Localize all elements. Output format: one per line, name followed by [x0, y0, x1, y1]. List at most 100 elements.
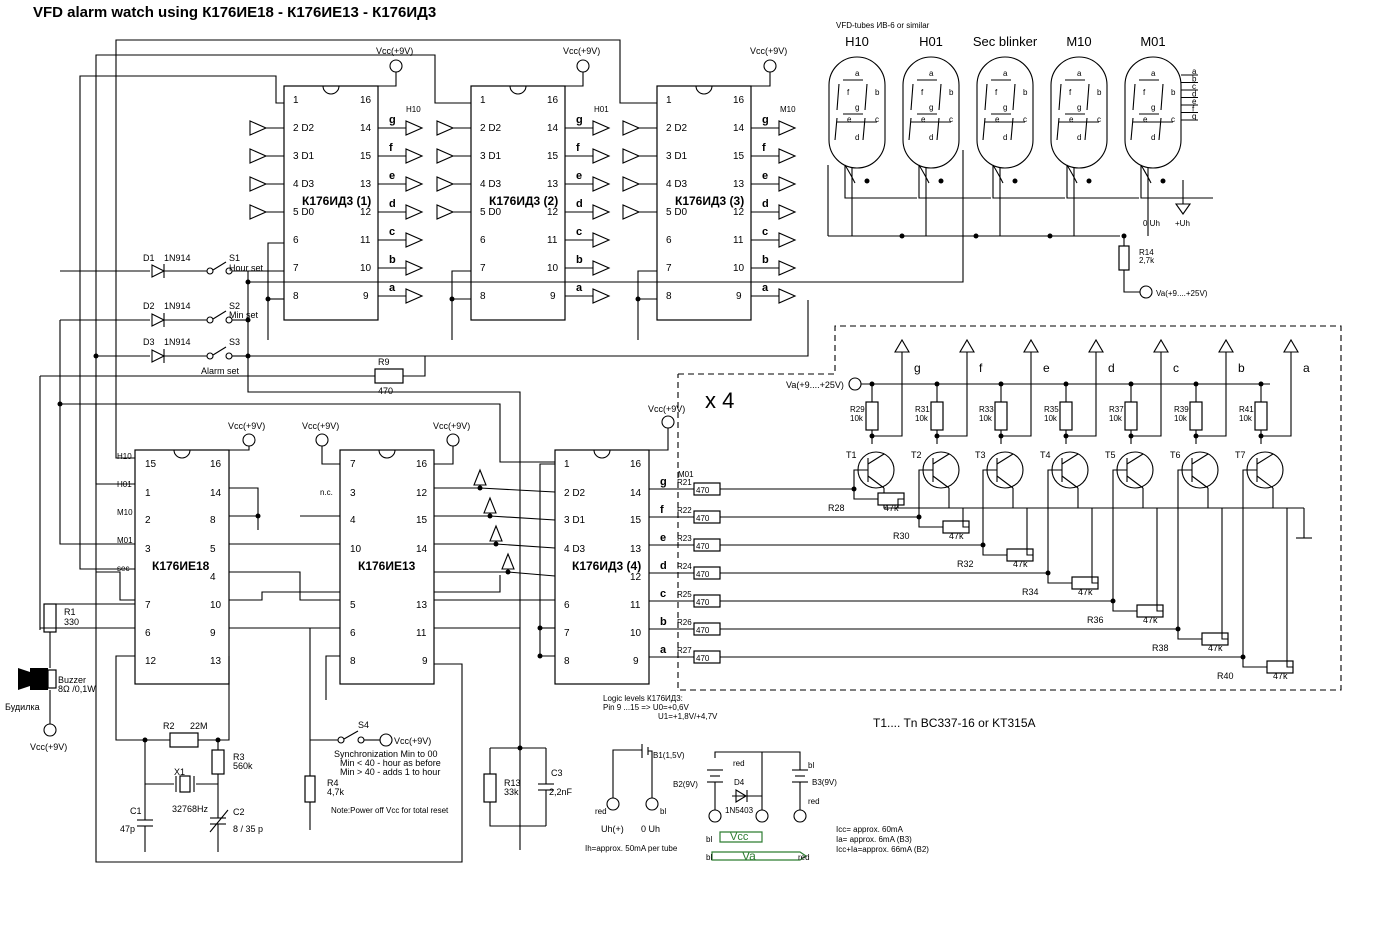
output-arrow [405, 204, 424, 220]
svg-text:9: 9 [550, 291, 556, 302]
output-arrow [405, 232, 424, 248]
segment-label-d: d [762, 198, 769, 210]
svg-text:R40: R40 [1217, 671, 1234, 681]
segment-label-f: f [660, 504, 664, 516]
svg-text:4 D3: 4 D3 [480, 179, 502, 190]
svg-text:B1(1,5V): B1(1,5V) [653, 751, 685, 760]
segment-label-b: b [389, 254, 396, 266]
input-arrow [622, 120, 641, 136]
svg-text:R41: R41 [1239, 405, 1254, 414]
svg-text:7: 7 [293, 263, 299, 274]
svg-text:R2: R2 [163, 721, 175, 731]
svg-text:15: 15 [547, 151, 559, 162]
svg-text:8: 8 [564, 656, 570, 667]
svg-text:f: f [1143, 88, 1146, 97]
svg-text:H10: H10 [406, 105, 421, 114]
segment-label-e: e [762, 170, 768, 182]
vcc-terminal-ie18: Vcc(+9V) [228, 421, 265, 451]
svg-text:3 D1: 3 D1 [564, 515, 586, 526]
svg-text:5: 5 [350, 600, 356, 611]
input-arrow [436, 176, 455, 192]
svg-text:10: 10 [547, 263, 559, 274]
svg-text:32768Hz: 32768Hz [172, 804, 209, 814]
svg-text:g: g [1077, 103, 1081, 112]
svg-text:R38: R38 [1152, 643, 1169, 653]
driver-block-border [677, 325, 1342, 691]
bus-label-c: c [1192, 82, 1196, 91]
svg-text:R27: R27 [677, 646, 692, 655]
bus-label-g: g [1192, 112, 1196, 121]
input-arrow [249, 176, 268, 192]
svg-text:15: 15 [360, 151, 372, 162]
svg-text:d: d [929, 133, 933, 142]
svg-text:13: 13 [547, 179, 559, 190]
svg-text:g: g [929, 103, 933, 112]
svg-text:R4: R4 [327, 778, 339, 788]
svg-text:R32: R32 [957, 559, 974, 569]
switch-s2-block: D2 1N914 S2 Min set [60, 301, 259, 327]
vcc-terminal-1: Vcc(+9V) [376, 46, 413, 87]
svg-text:10: 10 [210, 600, 222, 611]
svg-text:1: 1 [145, 488, 151, 499]
vcc-terminal-3: Vcc(+9V) [750, 46, 787, 87]
svg-text:red: red [808, 797, 820, 806]
svg-text:16: 16 [547, 95, 559, 106]
svg-text:12: 12 [360, 207, 372, 218]
svg-text:R35: R35 [1044, 405, 1059, 414]
svg-text:Min set: Min set [229, 310, 259, 320]
svg-text:6: 6 [350, 628, 356, 639]
svg-text:Synchronization Min to 00: Synchronization Min to 00 [334, 749, 438, 759]
input-arrow [436, 148, 455, 164]
svg-text:Uh(+): Uh(+) [601, 824, 624, 834]
switch-s1-block: D1 1N914 S1 Hour set [60, 253, 284, 278]
svg-text:4: 4 [350, 515, 356, 526]
svg-text:1N914: 1N914 [164, 337, 191, 347]
svg-text:470: 470 [378, 386, 393, 396]
vfd-header: VFD-tubes ИВ-6 or similar [836, 21, 930, 30]
svg-text:10: 10 [630, 628, 642, 639]
svg-text:R1: R1 [64, 607, 76, 617]
svg-text:47k: 47k [949, 531, 964, 541]
svg-text:11: 11 [547, 235, 558, 246]
svg-text:4 D3: 4 D3 [564, 544, 586, 555]
svg-text:13: 13 [416, 600, 428, 611]
driver-output-label: b [1238, 361, 1245, 375]
svg-text:bl: bl [808, 761, 814, 770]
svg-text:S4: S4 [358, 720, 369, 730]
resistor-r9: R9 470 [39, 356, 426, 630]
svg-text:47k: 47k [1078, 587, 1093, 597]
svg-text:d: d [1151, 133, 1155, 142]
output-arrow [592, 120, 611, 136]
svg-text:Va: Va [742, 849, 756, 863]
input-arrow [436, 120, 455, 136]
decoder-1-label: К176ИД3 (1) [302, 194, 371, 208]
segment-label-a: a [762, 282, 769, 294]
svg-text:R39: R39 [1174, 405, 1189, 414]
svg-text:R31: R31 [915, 405, 930, 414]
svg-text:14: 14 [416, 544, 428, 555]
svg-text:red: red [733, 759, 745, 768]
svg-text:47k: 47k [884, 503, 899, 513]
svg-text:T6: T6 [1170, 450, 1181, 460]
svg-text:e: e [847, 115, 852, 124]
svg-text:n.c.: n.c. [320, 488, 333, 497]
svg-text:12: 12 [630, 572, 642, 583]
svg-text:0 Uh: 0 Uh [641, 824, 660, 834]
svg-text:2: 2 [145, 515, 151, 526]
svg-text:M01: M01 [678, 470, 694, 479]
svg-text:2 D2: 2 D2 [293, 123, 315, 134]
segment-label-f: f [389, 142, 393, 154]
oscillator: R2 22M R3 560k X1 32768Hz C1 47p C2 8 / … [115, 655, 263, 852]
svg-text:10k: 10k [915, 414, 929, 423]
segment-label-a: a [389, 282, 396, 294]
svg-text:9: 9 [363, 291, 369, 302]
svg-text:c: c [875, 115, 879, 124]
svg-text:11: 11 [416, 628, 427, 639]
svg-text:g: g [855, 103, 859, 112]
